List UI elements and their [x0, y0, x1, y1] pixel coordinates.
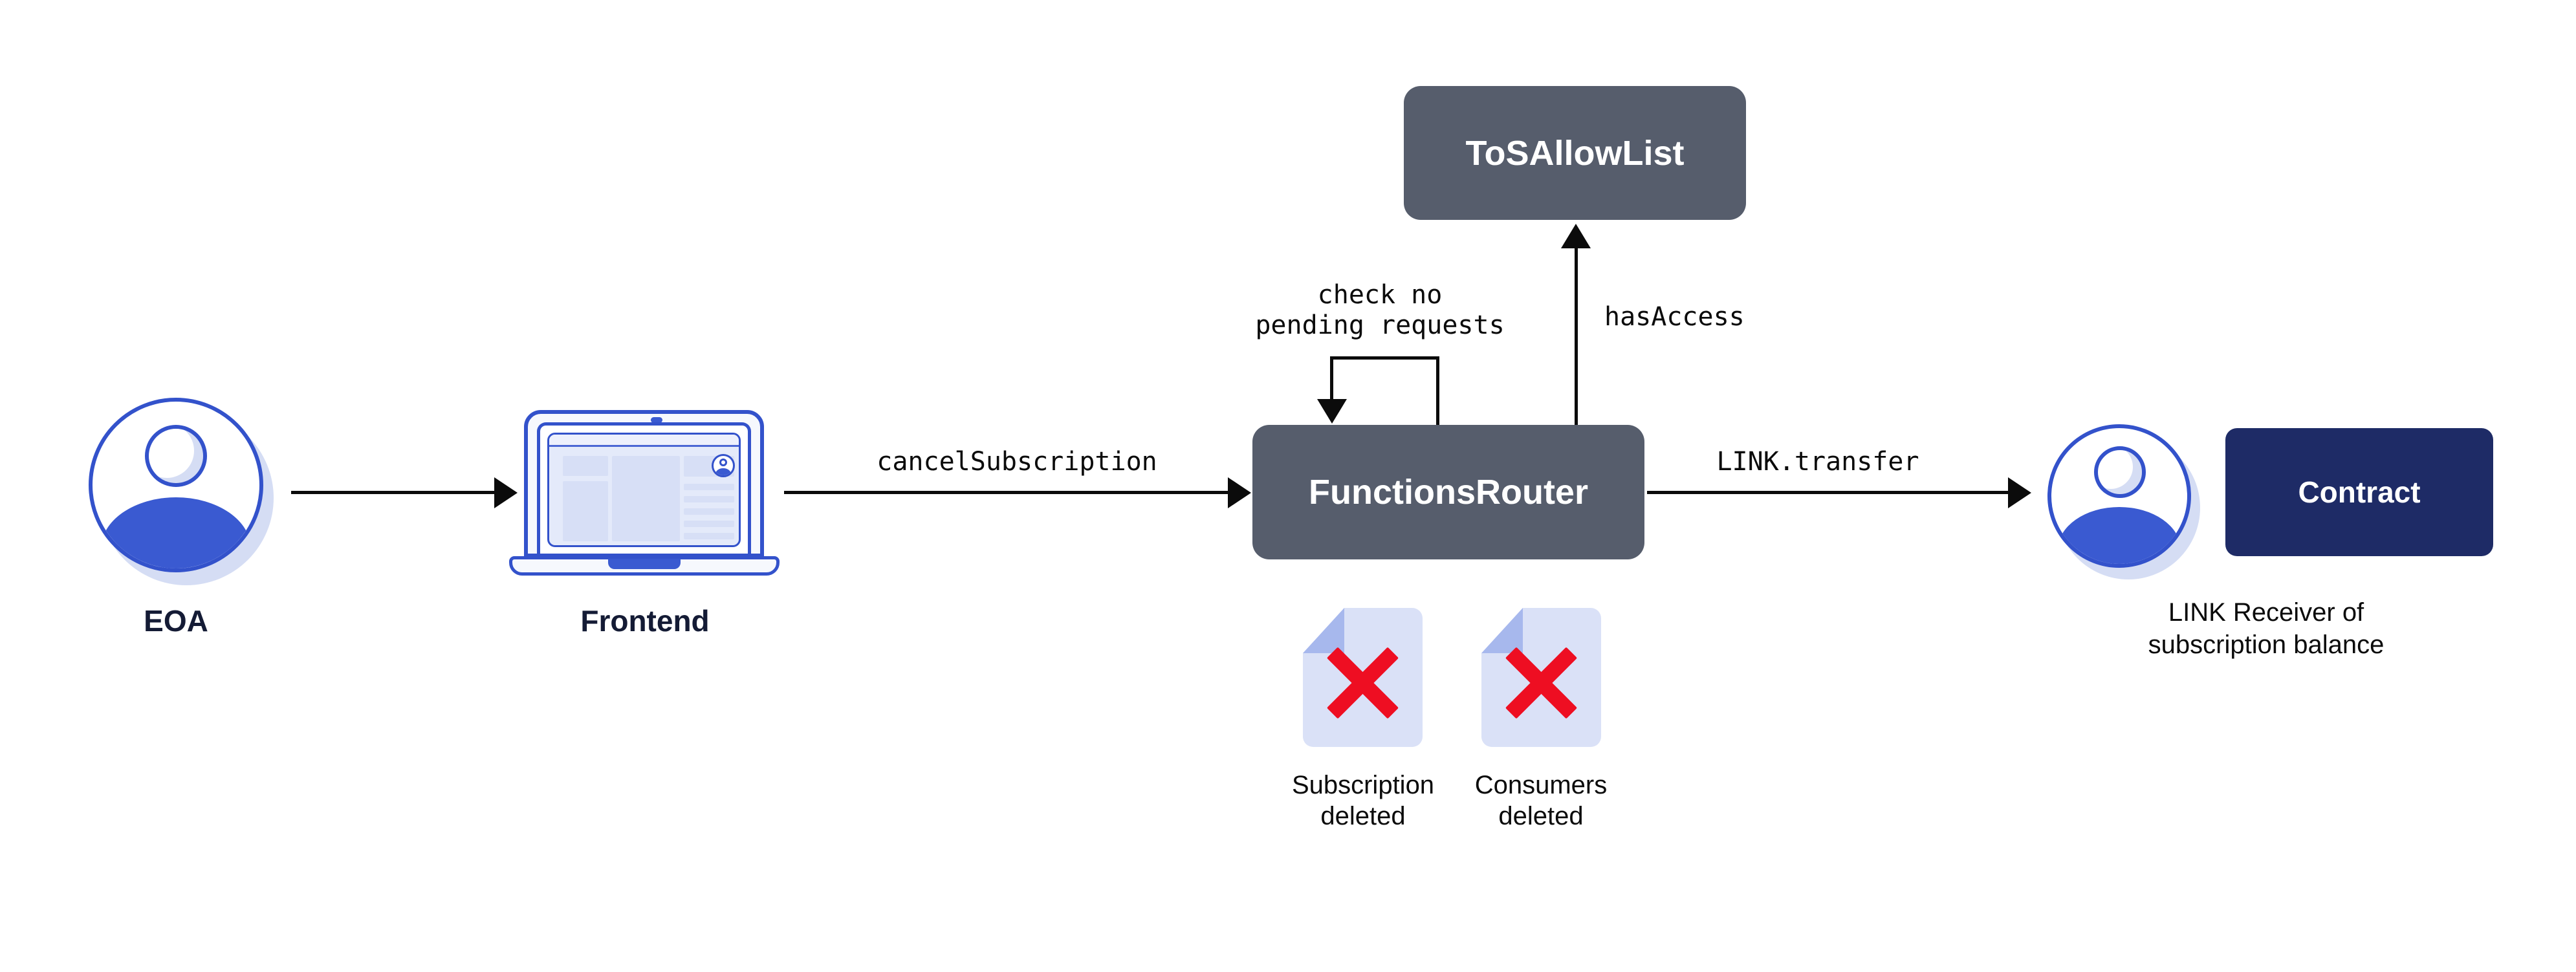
wireframe-line	[684, 533, 734, 539]
wireframe-block	[563, 456, 608, 476]
laptop-bezel	[537, 422, 751, 554]
avatar-head	[145, 425, 207, 487]
laptop-base	[509, 556, 780, 576]
badge-head	[719, 459, 727, 466]
contract-label: Contract	[2298, 475, 2421, 509]
loop-line-left	[1330, 356, 1333, 400]
laptop-notch	[608, 559, 681, 569]
contract-box: Contract	[2225, 428, 2493, 556]
arrow-cancel-subscription-line	[784, 491, 1229, 494]
arrowhead-down-icon	[1317, 399, 1347, 424]
laptop-screen-shell	[524, 410, 764, 557]
person-avatar-icon	[2047, 424, 2200, 579]
wireframe-line	[684, 496, 734, 502]
functions-router-label: FunctionsRouter	[1309, 473, 1588, 512]
avatar-circle	[89, 398, 263, 572]
loop-line-top	[1330, 356, 1439, 360]
link-receiver-caption: LINK Receiver of subscription balance	[2148, 598, 2385, 659]
wireframe-line	[684, 521, 734, 527]
avatar-head	[2094, 446, 2146, 498]
loop-line-right	[1436, 356, 1439, 425]
arrow-link-transfer-line	[1647, 491, 2009, 494]
document-deleted-icon	[1303, 608, 1423, 747]
arrow-has-access-line	[1575, 247, 1578, 425]
arrowhead-right-icon	[2008, 477, 2031, 508]
avatar-circle	[2047, 424, 2191, 568]
check-pending-label: check no pending requests	[1255, 280, 1505, 340]
arrowhead-up-icon	[1561, 224, 1591, 248]
tos-allow-list-label: ToSAllowList	[1465, 133, 1685, 173]
user-avatar-badge-icon	[712, 454, 735, 477]
subscription-deleted-caption: Subscription deleted	[1291, 771, 1435, 830]
document-fold	[1303, 608, 1344, 653]
document-deleted-icon	[1481, 608, 1601, 747]
wireframe-block	[612, 456, 680, 541]
person-avatar-icon	[89, 398, 274, 585]
badge-body	[715, 468, 731, 475]
consumers-deleted-caption: Consumers deleted	[1474, 771, 1608, 830]
laptop-browser-window	[547, 433, 741, 547]
document-fold	[1481, 608, 1523, 653]
functions-router-box: FunctionsRouter	[1252, 425, 1644, 559]
avatar-body	[101, 497, 251, 568]
cancel-subscription-label: cancelSubscription	[877, 447, 1157, 477]
frontend-label: Frontend	[580, 604, 710, 638]
window-titlebar	[549, 435, 739, 447]
avatar-body	[2058, 507, 2181, 564]
tos-allow-list-box: ToSAllowList	[1404, 86, 1746, 220]
wireframe-line	[684, 484, 734, 490]
wireframe-block	[563, 481, 608, 541]
laptop-icon	[509, 408, 780, 576]
wireframe-line	[684, 508, 734, 515]
link-transfer-label: LINK.transfer	[1716, 447, 1919, 477]
webcam-dot-icon	[651, 417, 662, 423]
arrowhead-right-icon	[494, 477, 518, 508]
arrow-eoa-frontend-line	[291, 491, 494, 494]
eoa-label: EOA	[144, 604, 208, 638]
has-access-label: hasAccess	[1604, 302, 1745, 332]
arrowhead-right-icon	[1228, 477, 1251, 508]
